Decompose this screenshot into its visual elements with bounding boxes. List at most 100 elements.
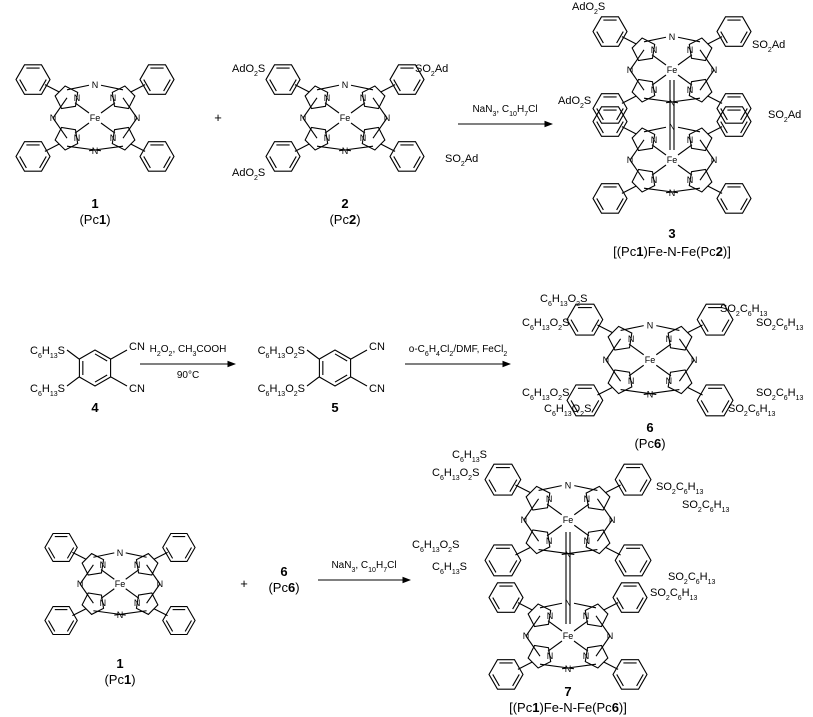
pyrrole-nitrogen-label: N xyxy=(666,334,673,344)
meso-nitrogen-label: N xyxy=(134,113,141,123)
nitrile-label: CN xyxy=(369,383,385,395)
pyrrole-nitrogen-label: N xyxy=(666,376,673,386)
pyrrole-nitrogen-label: N xyxy=(546,494,553,504)
compound-number-6-reagent: 6 xyxy=(280,564,287,579)
dinitrile-4 xyxy=(66,349,128,387)
substituent-label: SO2Ad xyxy=(445,153,478,168)
pyrrole-nitrogen-label: N xyxy=(324,93,331,103)
pyrrole-nitrogen-label: N xyxy=(651,175,658,185)
meso-nitrogen-label: N xyxy=(117,548,124,558)
pyrrole-nitrogen-label: N xyxy=(651,45,658,55)
iron-atom-label: Fe xyxy=(115,579,126,589)
dinitrile-5 xyxy=(306,349,368,387)
substituent-label: AdO2S xyxy=(558,95,591,110)
pyrrole-nitrogen-label: N xyxy=(360,133,367,143)
pyrrole-nitrogen-label: N xyxy=(583,651,590,661)
substituent-label: C6H13O2S xyxy=(522,387,569,402)
substituent-label: AdO2S xyxy=(572,1,605,16)
phthalocyanine-3-upper xyxy=(592,16,752,124)
pyrrole-nitrogen-label: N xyxy=(628,376,635,386)
compound-caption-2: (Pc2) xyxy=(329,212,360,227)
substituent-label: SO2C6H13 xyxy=(682,499,730,514)
nitrile-label: CN xyxy=(369,341,385,353)
meso-nitrogen-label: N xyxy=(647,321,654,331)
iron-atom-label: Fe xyxy=(667,65,678,75)
phthalocyanine-2 xyxy=(265,64,425,172)
pyrrole-nitrogen-label: N xyxy=(100,560,107,570)
compound-number-1-bottom: 1 xyxy=(116,656,123,671)
pyrrole-nitrogen-label: N xyxy=(628,334,635,344)
reaction-conditions-4: NaN3, C10H7Cl xyxy=(331,560,396,574)
pyrrole-nitrogen-label: N xyxy=(547,611,554,621)
pyrrole-nitrogen-label: N xyxy=(687,45,694,55)
compound-caption-6: (Pc6) xyxy=(634,436,665,451)
pyrrole-nitrogen-label: N xyxy=(546,536,553,546)
meso-nitrogen-label: N xyxy=(92,80,99,90)
compound-caption-1-bottom: (Pc1) xyxy=(104,672,135,687)
meso-nitrogen-label: N xyxy=(691,355,698,365)
compound-number-7: 7 xyxy=(564,684,571,699)
pyrrole-nitrogen-label: N xyxy=(651,85,658,95)
pyrrole-nitrogen-label: N xyxy=(687,175,694,185)
compound-number-5: 5 xyxy=(331,400,338,415)
substituent-label: C6H13O2S xyxy=(544,403,591,418)
compound-number-4: 4 xyxy=(91,400,99,415)
meso-nitrogen-label: N xyxy=(627,155,634,165)
meso-nitrogen-label: N xyxy=(669,188,676,198)
meso-nitrogen-label: N xyxy=(603,355,610,365)
substituent-label: AdO2S xyxy=(232,167,265,182)
iron-atom-label: Fe xyxy=(90,113,101,123)
substituent-label: SO2Ad xyxy=(415,63,448,78)
pyrrole-nitrogen-label: N xyxy=(74,93,81,103)
pyrrole-nitrogen-label: N xyxy=(134,560,141,570)
meso-nitrogen-label: N xyxy=(92,146,99,156)
reaction-conditions-1: NaN3, C10H7Cl xyxy=(472,104,537,118)
pyrrole-nitrogen-label: N xyxy=(360,93,367,103)
pyrrole-nitrogen-label: N xyxy=(134,598,141,608)
substituent-label: C6H13O2S xyxy=(432,467,479,482)
reaction-conditions-2-top: H2O2, CH3COOH xyxy=(150,344,227,358)
substituent-label: SO2C6H13 xyxy=(650,587,698,602)
pyrrole-nitrogen-label: N xyxy=(687,135,694,145)
meso-nitrogen-label: N xyxy=(117,610,124,620)
meso-nitrogen-label: N xyxy=(711,65,718,75)
substituent-label: C6H13S xyxy=(30,345,65,360)
pyrrole-nitrogen-label: N xyxy=(110,93,117,103)
meso-nitrogen-label: N xyxy=(157,579,164,589)
iron-atom-label: Fe xyxy=(340,113,351,123)
plus-sign: + xyxy=(240,576,248,591)
substituent-label: C6H13O2S xyxy=(540,293,587,308)
phthalocyanine-1-top xyxy=(15,64,175,172)
phthalocyanine-1-bottom xyxy=(44,532,196,636)
meso-nitrogen-label: N xyxy=(627,65,634,75)
compound-caption-3: [(Pc1)Fe-N-Fe(Pc2)] xyxy=(613,244,731,259)
meso-nitrogen-label: N xyxy=(523,631,530,641)
reaction-conditions-2-bottom: 90°C xyxy=(177,370,199,381)
substituent-label: SO2Ad xyxy=(752,39,785,54)
meso-nitrogen-label: N xyxy=(384,113,391,123)
meso-nitrogen-label: N xyxy=(50,113,57,123)
substituent-label: C6H13O2S xyxy=(258,345,305,360)
meso-nitrogen-label: N xyxy=(342,80,349,90)
substituent-label: C6H13O2S xyxy=(258,383,305,398)
compound-number-6: 6 xyxy=(646,420,653,435)
iron-atom-label: Fe xyxy=(645,355,656,365)
plus-sign: + xyxy=(214,110,222,125)
meso-nitrogen-label: N xyxy=(669,122,676,132)
pyrrole-nitrogen-label: N xyxy=(584,536,591,546)
pyrrole-nitrogen-label: N xyxy=(583,611,590,621)
meso-nitrogen-label: N xyxy=(300,113,307,123)
substituent-label: AdO2S xyxy=(232,63,265,78)
meso-nitrogen-label: N xyxy=(669,98,676,108)
substituent-label: SO2Ad xyxy=(768,109,801,124)
meso-nitrogen-label: N xyxy=(669,32,676,42)
substituent-label: C6H13S xyxy=(452,449,487,464)
compound-caption-1: (Pc1) xyxy=(79,212,110,227)
phthalocyanine-6 xyxy=(566,303,734,417)
compound-caption-6-reagent: (Pc6) xyxy=(268,580,299,595)
substituent-label: SO2C6H13 xyxy=(756,317,804,332)
meso-nitrogen-label: N xyxy=(565,664,572,674)
compound-caption-7: [(Pc1)Fe-N-Fe(Pc6)] xyxy=(509,700,627,715)
pyrrole-nitrogen-label: N xyxy=(584,494,591,504)
